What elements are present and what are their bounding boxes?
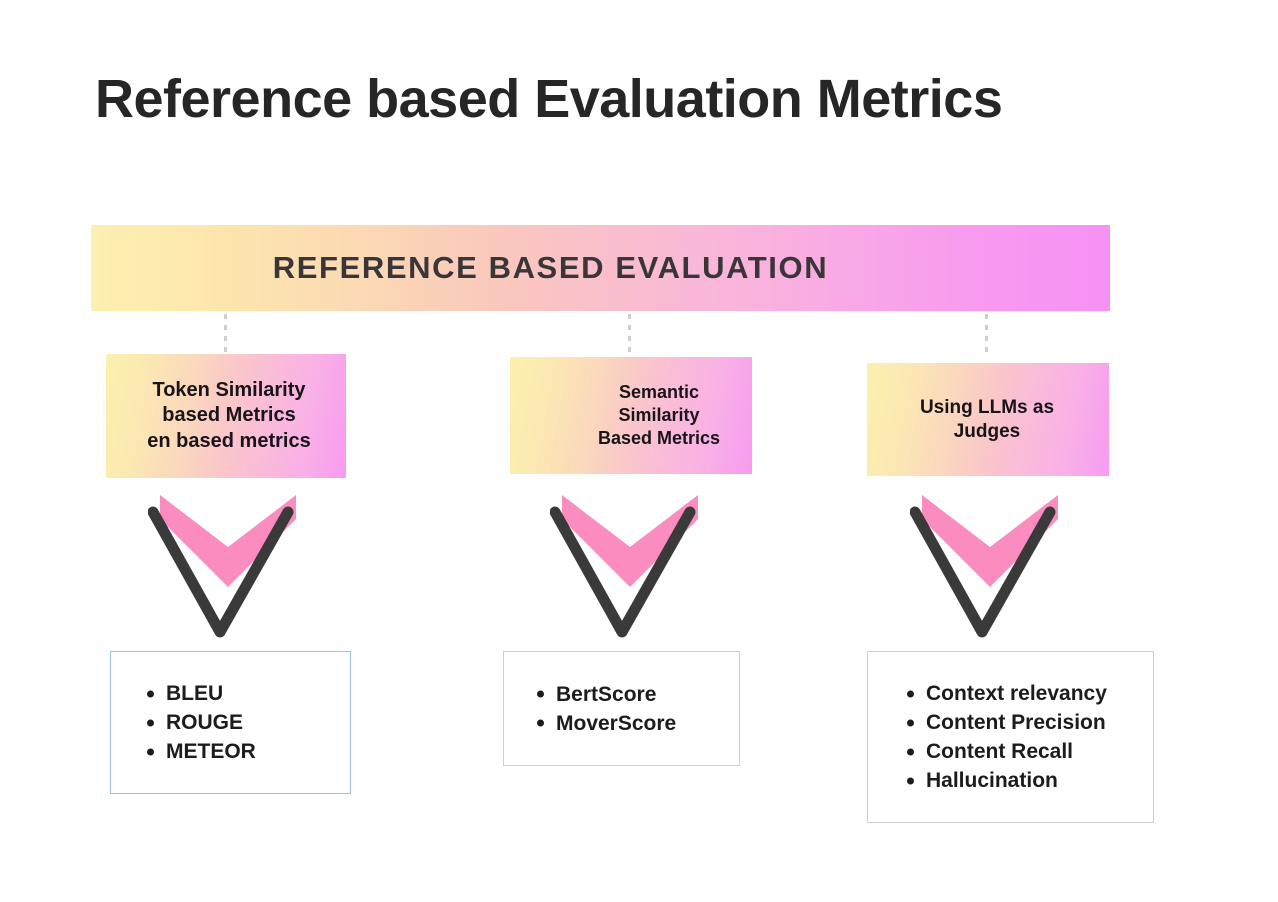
list-item: Content Precision bbox=[926, 708, 1107, 737]
category-box-token-similarity[interactable]: Token Similarity based Metrics en based … bbox=[106, 354, 346, 478]
list-item: METEOR bbox=[166, 737, 256, 766]
category-line: Similarity bbox=[618, 405, 700, 426]
list-item: Hallucination bbox=[926, 766, 1107, 795]
category-line: Judges bbox=[953, 420, 1021, 442]
category-line: based Metrics bbox=[162, 404, 296, 427]
category-label-semantic-similarity: Semantic Similarity Based Metrics bbox=[598, 381, 720, 449]
list-item: BertScore bbox=[556, 680, 676, 709]
category-line: Token Similarity bbox=[152, 379, 306, 402]
result-list-token-similarity: BLEU ROUGE METEOR bbox=[111, 679, 256, 766]
down-arrow-icon-1 bbox=[147, 487, 308, 647]
list-item: Context relevancy bbox=[926, 679, 1107, 708]
connector-line-2 bbox=[628, 314, 631, 356]
page-title: Reference based Evaluation Metrics bbox=[95, 69, 1003, 129]
category-line: Semantic bbox=[618, 382, 700, 403]
result-list-llms-as-judges: Context relevancy Content Precision Cont… bbox=[868, 679, 1107, 795]
down-arrow-icon-2 bbox=[549, 487, 710, 647]
list-item: ROUGE bbox=[166, 708, 256, 737]
result-list-semantic-similarity: BertScore MoverScore bbox=[504, 680, 676, 738]
category-line: Based Metrics bbox=[597, 427, 721, 448]
list-item: Content Recall bbox=[926, 737, 1107, 766]
category-label-llms-as-judges: Using LLMs as Judges bbox=[920, 396, 1054, 444]
category-line: Using LLMs as bbox=[919, 396, 1055, 418]
category-box-semantic-similarity[interactable]: Semantic Similarity Based Metrics bbox=[510, 357, 752, 474]
list-item: MoverScore bbox=[556, 709, 676, 738]
result-box-llms-as-judges: Context relevancy Content Precision Cont… bbox=[867, 651, 1154, 823]
category-line: en based metrics bbox=[147, 429, 311, 452]
list-item: BLEU bbox=[166, 679, 256, 708]
banner-label: REFERENCE BASED EVALUATION bbox=[272, 250, 829, 285]
result-box-semantic-similarity: BertScore MoverScore bbox=[503, 651, 740, 766]
reference-based-evaluation-banner: REFERENCE BASED EVALUATION bbox=[91, 225, 1110, 311]
down-arrow-icon-3 bbox=[909, 487, 1070, 647]
category-label-token-similarity: Token Similarity based Metrics en based … bbox=[147, 378, 310, 454]
connector-line-1 bbox=[224, 314, 227, 356]
category-box-llms-as-judges[interactable]: Using LLMs as Judges bbox=[867, 363, 1109, 476]
connector-line-3 bbox=[985, 314, 988, 356]
result-box-token-similarity: BLEU ROUGE METEOR bbox=[110, 651, 351, 794]
